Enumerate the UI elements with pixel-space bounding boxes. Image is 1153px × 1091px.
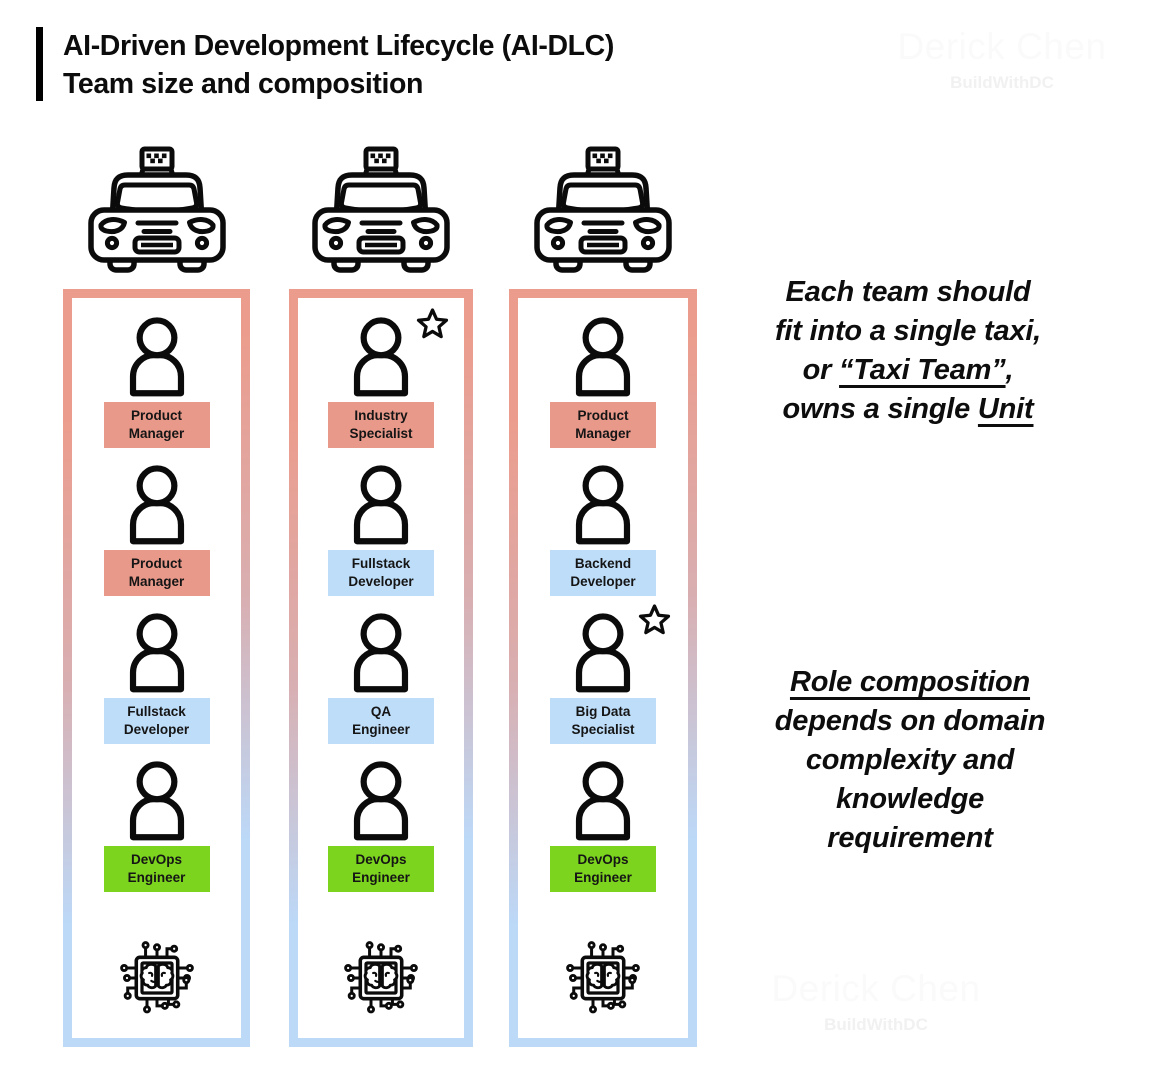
role-item: Fullstack Developer [328,461,434,596]
note-line: complexity and [805,744,1015,776]
note-line: or “Taxi Team”, [802,354,1014,386]
role-item: Product Manager [103,313,210,448]
role-item: DevOps Engineer [103,757,210,892]
note-role-composition: Role composition depends on domain compl… [739,663,1081,858]
team-column-1: Product Manager Product Manager Fullstac… [63,289,250,1047]
role-label: Big Data Specialist [550,697,656,744]
role-label: DevOps Engineer [328,845,434,892]
role-item: DevOps Engineer [328,757,434,892]
role-label: Fullstack Developer [328,549,434,596]
watermark-brand: BuildWithDC [824,1015,928,1034]
team-column-3: Product Manager Backend Developer Big Da… [509,289,697,1047]
star-icon [638,604,671,637]
header: AI-Driven Development Lifecycle (AI-DLC)… [36,27,614,103]
person-icon [561,313,645,399]
role-item: QA Engineer [328,609,434,744]
note-line: Role composition [739,663,1081,702]
note-line: fit into a single taxi, [774,315,1042,347]
role-label: DevOps Engineer [103,845,210,892]
ai-chip-icon [117,938,197,1018]
person-icon [339,313,423,399]
person-icon [339,461,423,547]
taxi-icon [310,145,452,273]
role-label: Fullstack Developer [103,697,210,744]
person-icon [115,461,199,547]
taxi-icon [532,145,674,273]
role-item: Big Data Specialist [550,609,656,744]
person-icon [115,313,199,399]
role-item: Product Manager [550,313,656,448]
role-label: QA Engineer [328,697,434,744]
ai-chip-icon [341,938,421,1018]
team-column-2: Industry Specialist Fullstack Developer … [289,289,473,1047]
watermark-bottom: Derick Chen BuildWithDC [726,968,1026,1035]
role-item: Backend Developer [550,461,656,596]
note-line: depends on domain [774,705,1046,737]
role-label: Product Manager [550,402,656,448]
note-line: knowledge [835,783,985,815]
watermark-top: Derick Chen BuildWithDC [852,26,1152,93]
note-line: requirement [827,822,993,854]
role-label: Product Manager [103,402,210,448]
role-label: DevOps Engineer [550,845,656,892]
page-title: AI-Driven Development Lifecycle (AI-DLC)… [63,27,614,103]
role-item: DevOps Engineer [550,757,656,892]
title-accent-bar [36,27,43,101]
ai-chip-icon [563,938,643,1018]
person-icon [115,609,199,695]
role-label: Backend Developer [550,549,656,596]
person-icon [561,461,645,547]
role-label: Industry Specialist [328,402,434,448]
person-icon [339,757,423,843]
person-icon [561,757,645,843]
role-item: Fullstack Developer [103,609,210,744]
role-item: Industry Specialist [328,313,434,448]
watermark-author: Derick Chen [771,968,981,1009]
title-line-1: AI-Driven Development Lifecycle (AI-DLC) [63,30,614,62]
person-icon [115,757,199,843]
note-line: Each team should [785,276,1031,308]
person-icon [561,609,645,695]
note-line: owns a single Unit [782,393,1034,425]
watermark-brand: BuildWithDC [950,73,1054,92]
person-icon [339,609,423,695]
underlined-text: Role composition [789,666,1031,698]
watermark-author: Derick Chen [897,26,1107,67]
taxi-icon [86,145,228,273]
star-icon [416,308,449,341]
underlined-text: “Taxi Team” [839,354,1006,386]
underlined-text: Unit [977,393,1034,425]
title-line-2: Team size and composition [63,68,424,100]
role-label: Product Manager [103,549,210,596]
role-item: Product Manager [103,461,210,596]
note-taxi-team: Each team should fit into a single taxi,… [737,273,1079,429]
